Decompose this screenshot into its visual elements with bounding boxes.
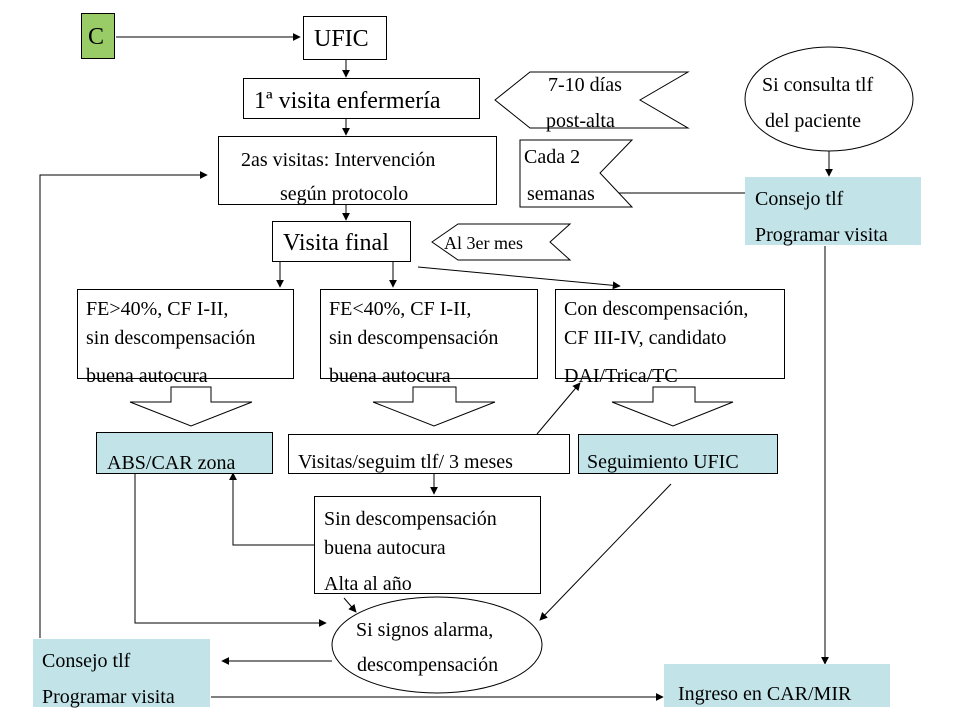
arrow-followup-branch3 [536, 382, 581, 435]
note-second-line1: Cada 2 [524, 146, 581, 168]
branch-2-line2: sin descompensación [329, 327, 499, 349]
branch-2-line3: buena autocura [329, 365, 451, 387]
phone-advice-bottom-line2: Programar visita [42, 686, 175, 708]
second-visits-line1: 2as visitas: Intervención [241, 149, 436, 171]
branch-2-line1: FE<40%, CF I-II, [329, 298, 472, 320]
second-visits-box: 2as visitas: Intervención según protocol… [218, 136, 497, 205]
branch-1-box: FE>40%, CF I-II, sin descompensación bue… [77, 289, 294, 386]
note-final-shape [431, 223, 572, 261]
phone-advice-top-line2: Programar visita [755, 224, 888, 246]
ufic-box: UFIC [303, 16, 387, 60]
phone-advice-top-line1: Consejo tlf [755, 188, 844, 210]
block-arrow-3 [611, 386, 734, 427]
branch-3-line1: Con descompensación, [564, 298, 749, 320]
abs-car-box: ABS/CAR zona [96, 432, 273, 474]
arrow-nodecomp-alarm [343, 597, 357, 613]
node-c-label: C [88, 24, 105, 50]
phone-advice-bottom: Consejo tlf Programar visita [33, 639, 210, 707]
branch-1-line1: FE>40%, CF I-II, [86, 298, 229, 320]
no-decomp-line3: Alta al año [324, 573, 412, 595]
branch-3-line3: DAI/Trica/TC [564, 365, 678, 387]
second-visits-line2: según protocolo [280, 183, 409, 205]
block-arrow-1 [129, 386, 253, 427]
phone-advice-bottom-line1: Consejo tlf [42, 650, 131, 672]
note-first-line1: 7-10 días [548, 74, 622, 96]
final-visit-label: Visita final [283, 230, 389, 256]
no-decomp-line2: buena autocura [324, 537, 446, 559]
alarm-line2: descompensación [357, 654, 499, 676]
arrow-advice-loop [39, 171, 208, 638]
followup-box: Visitas/seguim tlf/ 3 meses [288, 434, 570, 474]
ufic-label: UFIC [314, 26, 369, 52]
admission-label: Ingreso en CAR/MIR [678, 683, 852, 705]
alarm-line1: Si signos alarma, [356, 619, 494, 641]
phone-advice-top: Consejo tlf Programar visita [745, 177, 921, 245]
arrow-final-branch3 [417, 266, 621, 290]
final-visit-box: Visita final [272, 221, 411, 262]
no-decomp-line1: Sin descompensación [324, 508, 497, 530]
note-final-label: Al 3er mes [444, 233, 523, 253]
followup-label: Visitas/seguim tlf/ 3 meses [298, 451, 513, 473]
note-second-shape [519, 139, 634, 208]
note-second-line2: semanas [527, 183, 595, 205]
branch-1-line2: sin descompensación [86, 327, 256, 349]
branch-3-line2: CF III-IV, candidato [564, 327, 727, 349]
node-c: C [81, 13, 115, 59]
branch-1-line3: buena autocura [86, 365, 208, 387]
block-arrow-2 [372, 386, 496, 427]
no-decomp-box: Sin descompensación buena autocura Alta … [314, 496, 541, 594]
first-visit-label: 1ª visita enfermería [254, 88, 441, 114]
ufic-followup-label: Seguimiento UFIC [587, 451, 739, 473]
phone-check-line2: del paciente [765, 110, 862, 132]
arrow-nodecomp-abs [229, 472, 314, 546]
phone-check-line1: Si consulta tlf [762, 74, 874, 96]
first-visit-box: 1ª visita enfermería [243, 78, 480, 119]
branch-3-box: Con descompensación, CF III-IV, candidat… [555, 289, 785, 386]
phone-check-ellipse [744, 46, 914, 152]
note-first-shape [494, 71, 690, 129]
arrow-ufic-followup-alarm [539, 483, 672, 621]
ufic-followup-box: Seguimiento UFIC [578, 434, 778, 474]
abs-car-label: ABS/CAR zona [107, 452, 236, 474]
branch-2-box: FE<40%, CF I-II, sin descompensación bue… [320, 289, 538, 386]
alarm-ellipse [331, 596, 543, 694]
admission-box: Ingreso en CAR/MIR [664, 664, 890, 707]
arrow-abs-alarm [134, 473, 327, 627]
note-first-line2: post-alta [546, 110, 615, 132]
